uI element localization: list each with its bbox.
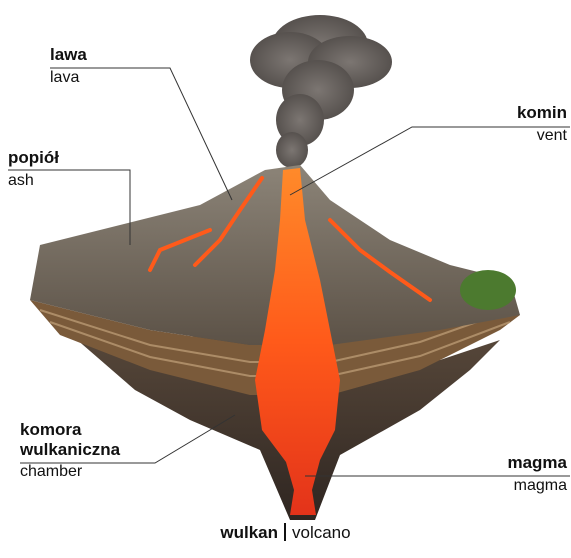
label-magma-pl: magma: [507, 453, 567, 473]
caption-pl: wulkan: [220, 523, 278, 542]
label-lava-en: lava: [50, 69, 87, 87]
diagram-caption: wulkan volcano: [0, 523, 571, 543]
label-magma-en: magma: [507, 477, 567, 495]
label-ash-en: ash: [8, 172, 59, 190]
label-chamber-pl-line1: komora: [20, 420, 120, 440]
label-chamber-en: chamber: [20, 463, 120, 481]
lava-leader-line: [50, 68, 232, 200]
label-magma: magma magma: [507, 453, 567, 495]
label-vent-en: vent: [517, 127, 567, 145]
label-vent: komin vent: [517, 103, 567, 145]
label-vent-pl: komin: [517, 103, 567, 123]
label-lava: lawa lava: [50, 45, 87, 87]
label-chamber: komora wulkaniczna chamber: [20, 420, 120, 481]
label-ash: popiół ash: [8, 148, 59, 190]
caption-separator: [284, 523, 286, 541]
label-chamber-pl-line2: wulkaniczna: [20, 440, 120, 460]
label-ash-pl: popiół: [8, 148, 59, 168]
caption-en: volcano: [292, 523, 351, 542]
label-lava-pl: lawa: [50, 45, 87, 65]
